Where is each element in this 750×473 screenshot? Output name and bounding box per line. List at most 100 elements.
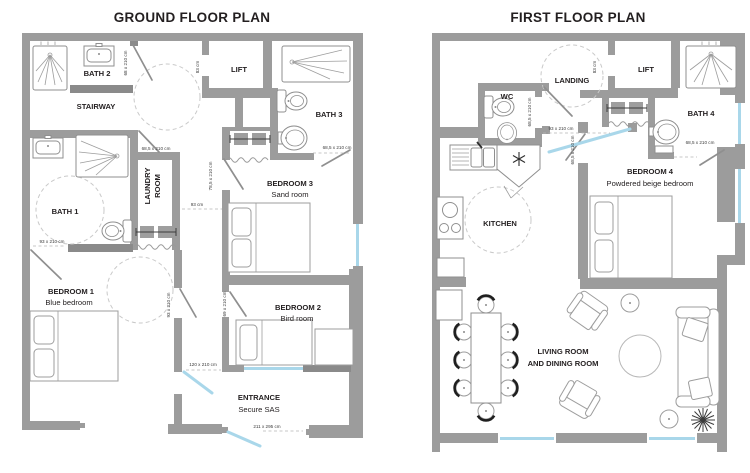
ff-kitchen-counter <box>449 141 541 199</box>
gf-shower-bath2-icon <box>32 41 68 91</box>
gf-door-laundry <box>138 130 160 153</box>
gf-dresser-bedroom2 <box>314 328 354 366</box>
gf-label-bath2: BATH 2 <box>84 69 111 78</box>
ff-label-kitchen: KITCHEN <box>483 219 517 228</box>
gf-dim-bath3-door: 68,5 x 210 cm <box>323 145 352 150</box>
gf-dim-bath1-door: 93 x 210 cm <box>39 239 64 244</box>
gf-dim-lift-opening: 83 cm <box>195 61 200 74</box>
ff-round-rug <box>618 334 662 378</box>
ff-fixtures <box>435 41 737 433</box>
gf-label-bedroom1: BEDROOM 1 <box>48 287 95 296</box>
ff-label-wc: WC <box>501 92 514 101</box>
gf-door-sas-outer <box>226 430 262 448</box>
gf-bed-bedroom3 <box>227 202 311 273</box>
gf-heat-wave-laundry <box>133 244 177 250</box>
gf-toilet-bath1-icon <box>101 219 133 243</box>
gf-dim-bedroom2-door: 69 x 210 cm <box>222 291 227 316</box>
gf-dim-hall-width: 93 cm <box>191 202 204 207</box>
gf-label-laundry-1: LAUNDRY <box>143 168 152 205</box>
gf-label-bedroom2: BEDROOM 2 <box>275 303 321 312</box>
ff-dim-lift-opening: 83 cm <box>592 61 597 74</box>
gf-dim-bedroom3-door: 78,5 x 210 cm <box>208 161 213 190</box>
ff-dim-bedroom4-door: 68,5 x 210 cm <box>570 135 575 164</box>
gf-label-bedroom3-sub: Sand room <box>271 190 308 199</box>
gf-door-bedroom2 <box>229 291 247 317</box>
ff-room-labels: LANDING WC LIFT BATH 4 KITCHEN BEDROOM 4… <box>483 65 715 368</box>
gf-label-laundry-2: ROOM <box>153 174 162 198</box>
ff-radiator-icon <box>606 101 648 115</box>
gf-dim-bedroom1-door: 93 x 210 cm <box>166 292 171 317</box>
ff-dim-hall-door: 93 x 210 cm <box>548 126 573 131</box>
ff-label-living-1: LIVING ROOM <box>537 347 588 356</box>
gf-turning-circles <box>35 63 201 324</box>
gf-label-stairway: STAIRWAY <box>77 102 116 111</box>
ff-kitchen-unit-upper <box>436 257 465 278</box>
gf-label-bath3: BATH 3 <box>316 110 343 119</box>
gf-walls <box>22 33 363 438</box>
ff-door-wc <box>543 86 573 117</box>
ff-label-landing: LANDING <box>555 76 590 85</box>
ff-side-table-lower <box>659 409 679 429</box>
gf-dimension-labels: 68 x 210 cm 83 cm 68,5 x 210 cm 78,5 x 2… <box>33 50 352 432</box>
ff-sink-wc-icon <box>496 122 517 144</box>
ff-sofa <box>675 306 720 408</box>
ff-dim-wc-door: 68,5 x 210 cm <box>527 97 532 126</box>
ff-label-bath4: BATH 4 <box>688 109 716 118</box>
gf-label-lift: LIFT <box>231 65 247 74</box>
ff-label-bedroom4: BEDROOM 4 <box>627 167 674 176</box>
gf-heat-wave-closet <box>225 157 269 163</box>
gf-door-stairway <box>132 44 153 81</box>
gf-door-bedroom1 <box>179 288 197 318</box>
gf-radiator-closet-icon <box>229 132 271 146</box>
gf-label-entrance: ENTRANCE <box>238 393 280 402</box>
gf-sink-bath1-icon <box>32 135 64 159</box>
gf-label-bedroom1-sub: Blue bedroom <box>45 298 92 307</box>
ff-bed-bedroom4 <box>589 195 673 279</box>
gf-door-sas-inner <box>182 370 214 395</box>
ff-sink-base-bath4 <box>654 145 674 154</box>
gf-label-bedroom2-sub: Bird room <box>281 314 314 323</box>
gf-label-bedroom3: BEDROOM 3 <box>267 179 313 188</box>
gf-fixtures <box>29 41 354 382</box>
gf-dim-sas-outer: 211 x 295 cm <box>253 424 280 429</box>
ff-label-living-2: AND DINING ROOM <box>528 359 599 368</box>
gf-dim-laundry-door: 68,5 x 210 cm <box>142 146 171 151</box>
ff-door-bath4 <box>699 149 725 166</box>
ff-plant-icon <box>690 407 716 433</box>
first-floor-plan: FIRST FLOOR PLAN <box>432 10 745 452</box>
ground-floor-title: GROUND FLOOR PLAN <box>114 10 271 25</box>
ff-shower-bath4-icon <box>685 41 737 89</box>
gf-shower-bath1-icon <box>75 134 129 178</box>
ff-side-table-upper <box>620 293 640 313</box>
gf-label-bath1: BATH 1 <box>52 207 80 216</box>
ff-dining-set <box>453 294 519 422</box>
gf-shower-bath3-icon <box>281 45 351 83</box>
first-floor-title: FIRST FLOOR PLAN <box>510 10 645 25</box>
ground-floor-plan: GROUND FLOOR PLAN <box>22 10 363 448</box>
gf-sink-bath3-icon <box>280 125 308 151</box>
gf-toilet-bath3-icon <box>276 89 308 113</box>
ff-door-living-glazed <box>547 127 632 154</box>
gf-label-entrance-sub: Secure SAS <box>238 405 279 414</box>
gf-radiator-laundry-icon <box>135 225 177 239</box>
ff-dimension-labels: 83 cm 68,5 x 210 cm 93 x 210 cm 68,5 x 2… <box>527 61 715 165</box>
gf-sink-bath2-icon <box>83 43 115 67</box>
ff-dim-bath4-door: 68,5 x 210 cm <box>686 140 715 145</box>
ff-door-bedroom4 <box>565 133 586 161</box>
ff-armchair-upper <box>563 288 612 335</box>
gf-door-bath1 <box>30 249 62 280</box>
gf-door-bath3 <box>321 149 351 167</box>
ff-cooktop-icon <box>436 196 464 240</box>
ff-turning-circles <box>464 44 604 254</box>
gf-bed-bedroom1 <box>29 310 119 382</box>
ff-sink-bath4-icon <box>652 119 680 145</box>
gf-bed-bedroom2 <box>235 319 354 366</box>
ff-kitchen-unit-lower <box>435 289 463 321</box>
gf-dim-sas-inner: 120 x 210 cm <box>189 362 217 367</box>
gf-door-bedroom3 <box>223 158 244 190</box>
gf-room-labels: BATH 2 STAIRWAY LIFT BATH 3 BATH 1 LAUND… <box>45 65 342 414</box>
ff-windows <box>500 103 741 440</box>
gf-doors <box>30 44 351 448</box>
